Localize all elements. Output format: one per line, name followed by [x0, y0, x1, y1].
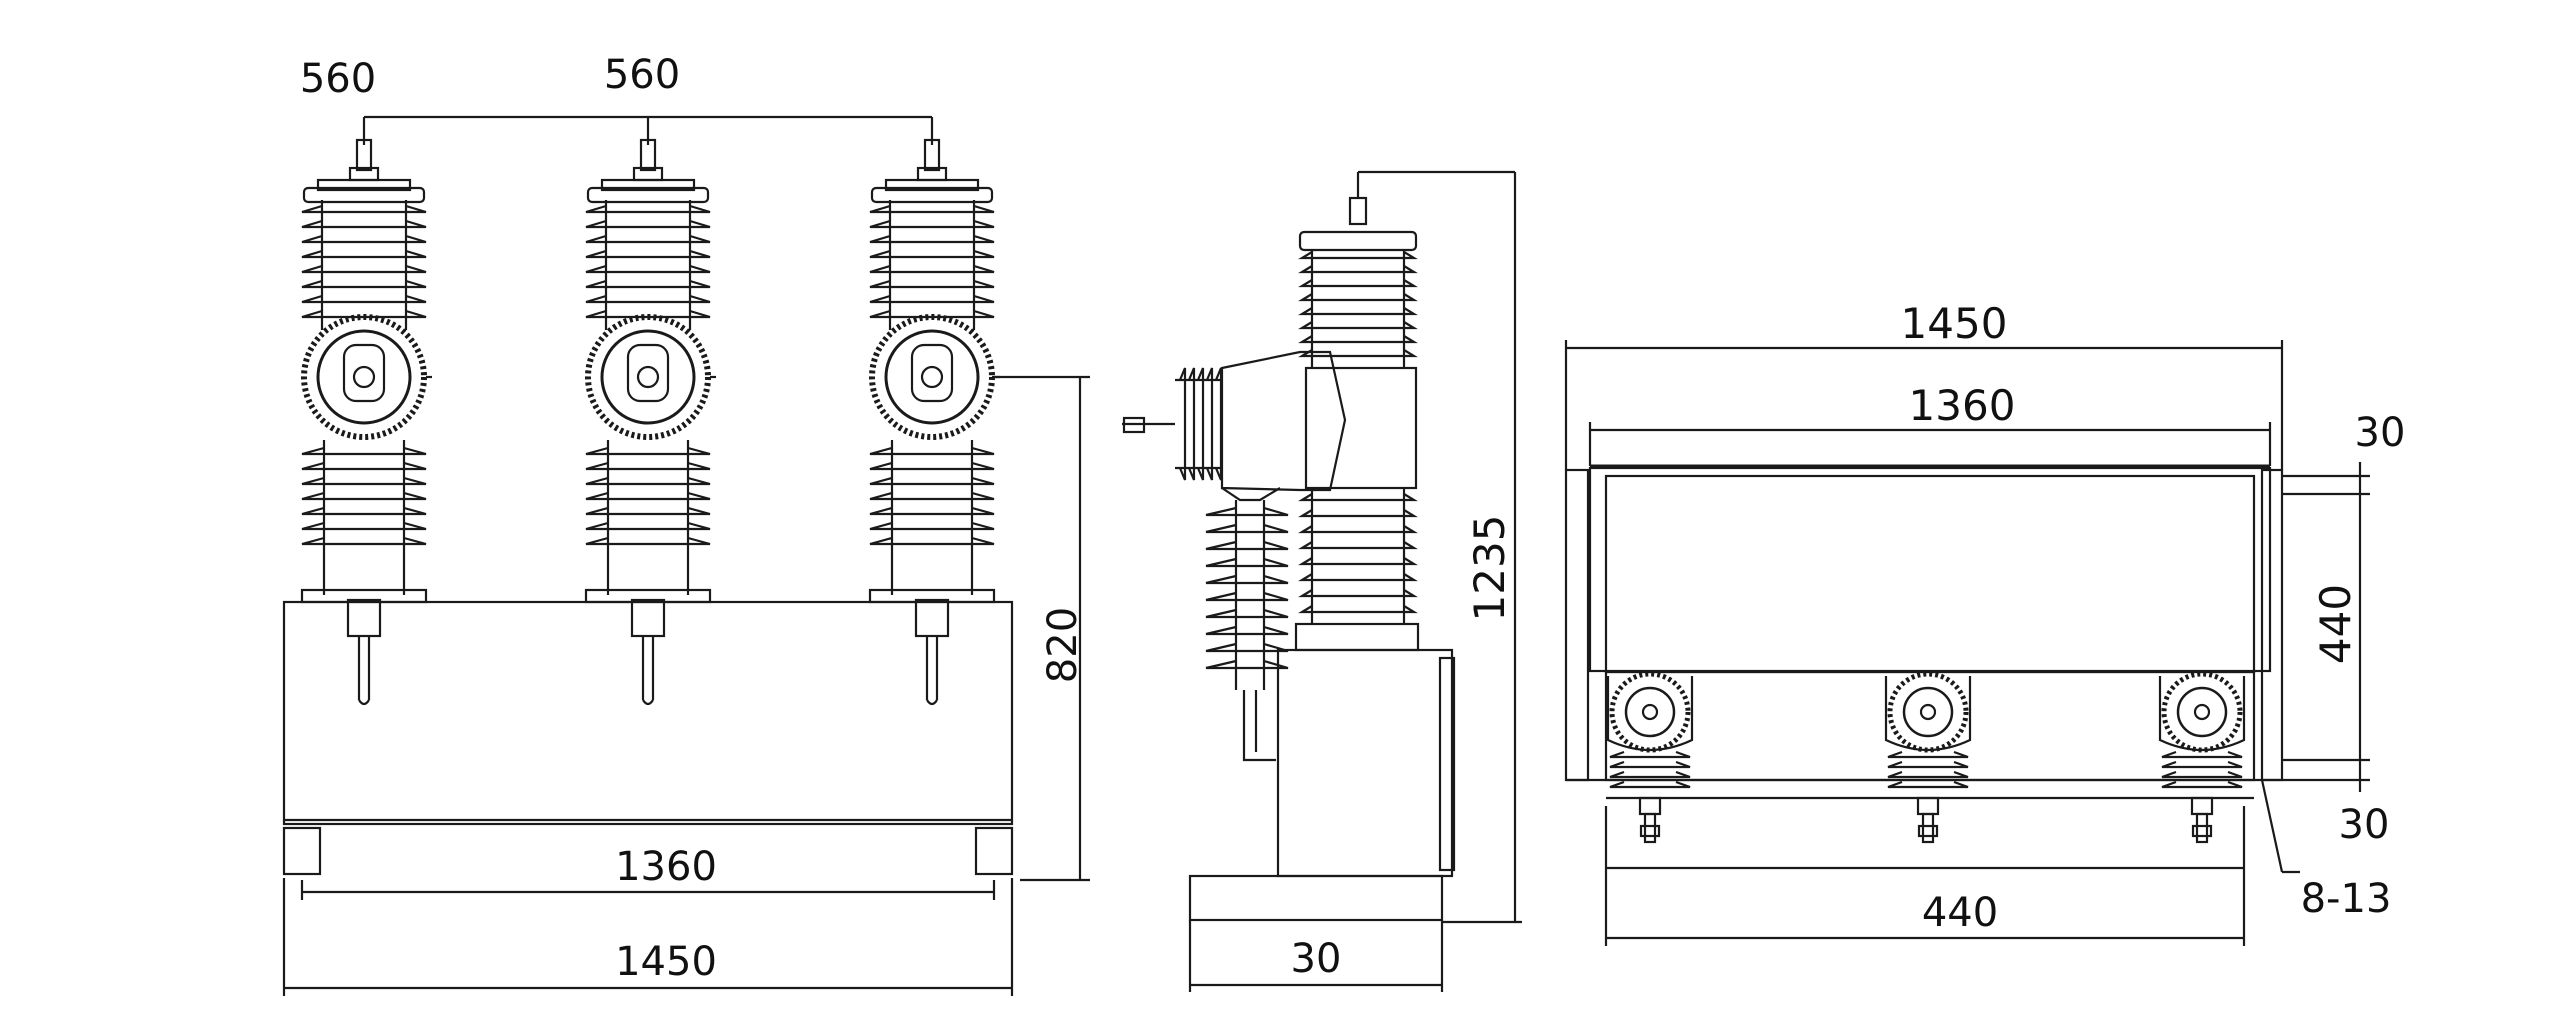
side-view [1122, 170, 1522, 992]
dim-top-30-upper: 30 [2355, 410, 2406, 456]
top-ct-ring-3 [2161, 671, 2243, 753]
top-flange-right [2260, 468, 2284, 782]
top-pole-1 [1606, 671, 1694, 844]
front-ct-ring-2 [585, 314, 711, 440]
top-view [1564, 340, 2370, 946]
front-ct-ring-1 [301, 314, 427, 440]
dim-top-440-bottom: 440 [1922, 890, 1998, 936]
dim-top-1360: 1360 [1909, 381, 2016, 430]
side-center-housing [1304, 366, 1418, 490]
front-pole-2 [584, 138, 716, 706]
dim-front-560-right: 560 [604, 52, 680, 98]
dim-front-1360: 1360 [615, 844, 717, 890]
side-base [1188, 874, 1444, 922]
top-pole-2 [1884, 671, 1972, 844]
dim-top-440-vertical: 440 [2311, 584, 2360, 664]
dim-top-8-13: 8-13 [2301, 876, 2392, 922]
dim-front-1450: 1450 [615, 939, 717, 985]
front-pole-3 [868, 138, 1000, 706]
front-foot-left [282, 826, 322, 876]
top-pole-3 [2158, 671, 2246, 844]
top-ct-ring-2 [1887, 671, 1969, 753]
side-ct-box [1220, 350, 1347, 492]
dim-side-30: 30 [1291, 936, 1342, 982]
holes-leader [2260, 779, 2284, 873]
dim-front-820: 820 [1040, 607, 1086, 683]
top-flange-left [1564, 468, 1590, 782]
front-foot-right [974, 826, 1014, 876]
top-ct-ring-1 [1609, 671, 1691, 753]
front-ct-ring-3 [869, 314, 995, 440]
dim-side-1235: 1235 [1465, 515, 1514, 622]
side-mechanism-box [1276, 648, 1454, 878]
dim-front-560-left: 560 [300, 56, 376, 102]
top-frame [1588, 466, 2272, 673]
front-pole-1 [300, 138, 432, 706]
dim-top-1450: 1450 [1901, 299, 2008, 348]
front-view [282, 115, 1090, 996]
dim-top-30-lower: 30 [2339, 802, 2390, 848]
